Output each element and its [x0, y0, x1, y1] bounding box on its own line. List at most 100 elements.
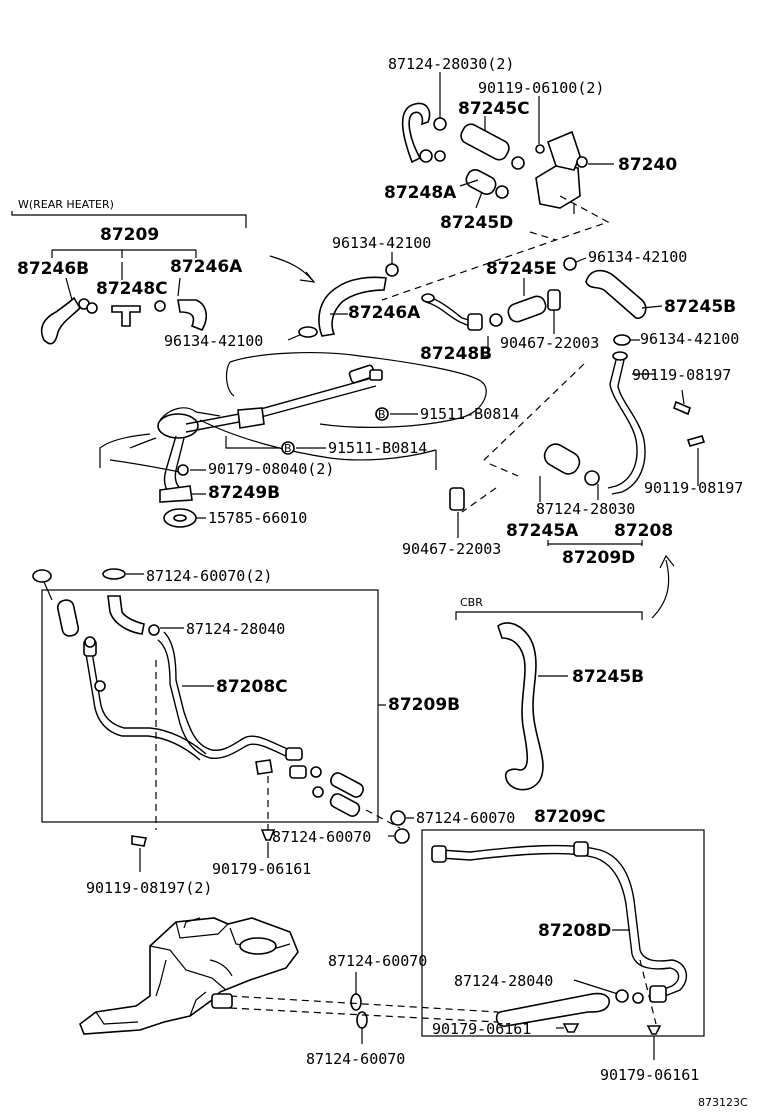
clamp-90467-a: [547, 289, 561, 311]
tee-joint-87248C: [111, 305, 141, 327]
label-15785-66010: 15785-66010: [208, 509, 307, 527]
label-87124-60070-d: 87124-60070: [306, 1050, 405, 1068]
cap-icon: [102, 568, 126, 580]
label-87246A-kit: 87246A: [170, 257, 243, 277]
label-96134-42100-a: 96134-42100: [332, 234, 431, 252]
svg-text:B: B: [284, 442, 292, 455]
label-91511-B0814-b: 91511-B0814: [328, 439, 427, 457]
gasket-flange: [159, 485, 193, 503]
pipe-fitting: [573, 841, 589, 857]
valve-bracket: [547, 130, 581, 171]
label-87248A: 87248A: [384, 183, 457, 203]
label-90119-08197-2: 90119-08197(2): [86, 879, 212, 897]
label-87124-60070-2: 87124-60070(2): [146, 567, 272, 585]
clamp-icon: [419, 149, 433, 163]
clamp-icon: [615, 989, 629, 1003]
hose-87245A: [543, 443, 581, 475]
pipe-tip: [369, 369, 383, 381]
clamp-icon: [495, 185, 509, 199]
clamp-icon: [310, 766, 322, 778]
pipe-87208C-lower: [85, 651, 207, 761]
box-87209C: [421, 829, 705, 1037]
label-87245C: 87245C: [458, 99, 530, 119]
pipe-end: [421, 293, 435, 303]
label-90119-08197-b: 90119-08197: [644, 479, 743, 497]
label-90119-06100-2: 90119-06100(2): [478, 79, 604, 97]
pipe-fitting: [431, 845, 447, 863]
label-90179-06161-c: 90179-06161: [600, 1066, 699, 1084]
group-label-cbr: CBR: [460, 596, 483, 609]
nut-icon: [562, 1023, 580, 1033]
label-87248B: 87248B: [420, 344, 492, 364]
label-87245E: 87245E: [486, 259, 557, 279]
label-87124-60070-b: 87124-60070: [272, 828, 371, 846]
label-87124-28040-a: 87124-28040: [186, 620, 285, 638]
label-87209C: 87209C: [534, 807, 606, 827]
label-87124-60070-c: 87124-60070: [328, 952, 427, 970]
clamp-icon: [154, 300, 166, 312]
box-87209B: [41, 589, 379, 823]
label-87209D: 87209D: [562, 548, 635, 568]
clamp-icon: [94, 680, 106, 692]
label-87246A: 87246A: [348, 303, 421, 323]
label-96134-42100-b: 96134-42100: [588, 248, 687, 266]
clamp-90467-b: [449, 487, 465, 511]
label-90467-22003-a: 90467-22003: [500, 334, 599, 352]
clamp-icon: [433, 117, 447, 131]
svg-text:B: B: [378, 408, 386, 421]
label-87124-28030-2: 87124-28030(2): [388, 55, 514, 73]
clamp-icon: [563, 257, 577, 271]
label-90179-06161-a: 90179-06161: [212, 860, 311, 878]
pipe-87208D: [439, 844, 688, 999]
valve-assembly-group: [401, 102, 588, 214]
clamp-icon: [511, 156, 525, 170]
label-87208: 87208: [614, 521, 673, 541]
clamp-icon: [584, 470, 600, 486]
pipe-bracket: [237, 407, 265, 429]
pipe-bracket: [255, 759, 273, 775]
clamp-icon: [86, 302, 98, 314]
pipe-87208: [607, 359, 646, 495]
label-87248C: 87248C: [96, 279, 168, 299]
label-87245A: 87245A: [506, 521, 579, 541]
hose-87246A-kit: [177, 299, 208, 332]
hose-87245D: [465, 169, 497, 195]
clamp-icon: [385, 263, 399, 277]
label-87249B: 87249B: [208, 483, 280, 503]
cap-icon: [32, 569, 52, 583]
bolt-b-icon: [281, 441, 295, 455]
label-87245B-top: 87245B: [664, 297, 736, 317]
label-90467-22003-b: 90467-22003: [402, 540, 501, 558]
label-87246B: 87246B: [17, 259, 89, 279]
hose-in-box: [107, 595, 145, 635]
hose-87246B: [40, 296, 82, 345]
bolt-icon: [673, 400, 691, 416]
label-90179-08040-2: 90179-08040(2): [208, 460, 334, 478]
clamp-icon: [632, 992, 644, 1004]
label-87245D: 87245D: [440, 213, 513, 233]
pipe-fitting: [649, 985, 667, 1003]
clamp-icon: [148, 624, 160, 636]
bolt-icon: [131, 835, 147, 847]
hose-87248A: [401, 102, 431, 164]
group-label-rear-heater: W(REAR HEATER): [18, 198, 114, 211]
water-valve-87240: [535, 165, 581, 209]
hose-in-box: [329, 793, 361, 817]
hose-in-box-c: [495, 992, 610, 1027]
label-87245B-cbr: 87245B: [572, 667, 644, 687]
clamp-icon: [84, 636, 96, 648]
bolt-b-icon: [375, 407, 389, 421]
hose-87245E: [507, 295, 547, 323]
clamp-icon: [489, 313, 503, 327]
hose-87245C: [460, 123, 510, 161]
label-90179-06161-b: 90179-06161: [432, 1020, 531, 1038]
label-87209B: 87209B: [388, 695, 460, 715]
bolt-icon: [535, 144, 545, 154]
label-87124-28030: 87124-28030: [536, 500, 635, 518]
clamp-icon: [613, 334, 631, 346]
nut-icon: [646, 1025, 662, 1035]
clamp-icon: [434, 150, 446, 162]
hose-87245B-cbr: [497, 622, 544, 791]
label-90119-08197-a: 90119-08197: [632, 366, 731, 384]
clamp-icon: [390, 810, 406, 826]
